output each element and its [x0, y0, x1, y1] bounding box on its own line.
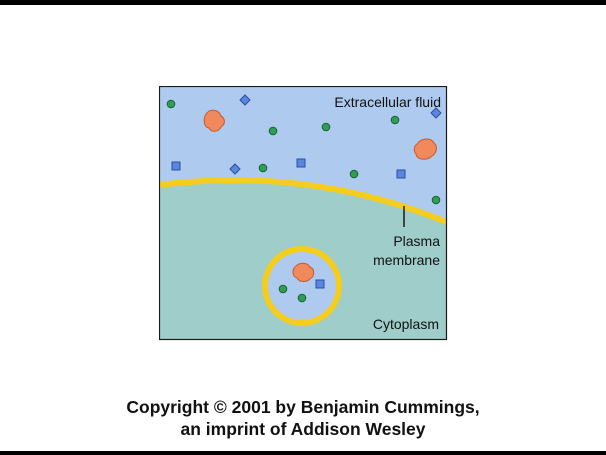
orange-protein-icon — [292, 262, 315, 282]
orange-proteins — [203, 109, 437, 282]
plasma-membrane — [159, 177, 448, 225]
blue-diamonds — [229, 94, 442, 175]
blue-square-icon — [296, 158, 306, 168]
blue-diamond-icon — [430, 107, 442, 119]
endocytosis-diagram: Extracellular fluid Plasma membrane Cyto… — [159, 86, 448, 341]
orange-protein-icon — [203, 109, 225, 132]
green-circle-icon — [166, 99, 176, 109]
green-circle-icon — [258, 163, 268, 173]
blue-square-icon — [171, 161, 181, 171]
green-circle-icon — [297, 293, 307, 303]
top-border — [0, 0, 606, 5]
copyright-line-2: an imprint of Addison Wesley — [180, 419, 426, 439]
green-circle-icon — [390, 115, 400, 125]
blue-diamond-icon — [229, 163, 241, 175]
extracellular-fluid-label: Extracellular fluid — [334, 94, 441, 110]
plasma-membrane-label-line2: membrane — [373, 252, 440, 268]
green-circle-icon — [321, 122, 331, 132]
green-circle-icon — [268, 126, 278, 136]
diagram-frame — [159, 86, 448, 341]
green-particles — [166, 99, 441, 303]
green-circle-icon — [349, 169, 359, 179]
blue-square-icon — [396, 169, 406, 179]
copyright-line-1: Copyright © 2001 by Benjamin Cummings, — [126, 397, 480, 417]
plasma-membrane-label-line1: Plasma — [393, 233, 440, 249]
blue-squares — [171, 158, 406, 289]
cytoplasm-label: Cytoplasm — [373, 316, 439, 332]
green-circle-icon — [278, 284, 288, 294]
vesicle — [262, 246, 342, 326]
bottom-border — [0, 451, 606, 455]
green-circle-icon — [431, 195, 441, 205]
orange-protein-icon — [413, 138, 437, 160]
blue-diamond-icon — [239, 94, 251, 106]
blue-square-icon — [315, 279, 325, 289]
